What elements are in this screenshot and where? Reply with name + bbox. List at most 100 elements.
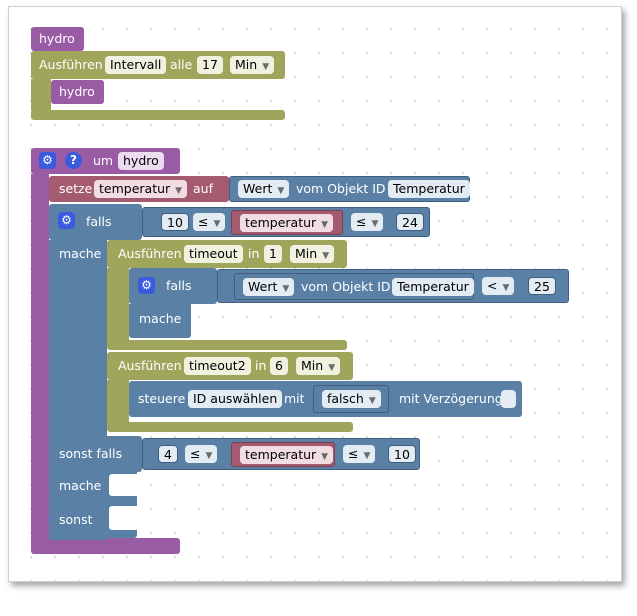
call-name: hydro — [59, 84, 95, 99]
mache-slot — [109, 474, 139, 496]
run-label: Ausführen — [39, 57, 103, 72]
else-if-label: sonst falls — [59, 446, 122, 461]
interval-block-footer — [31, 110, 285, 120]
inner-if-body: mache — [129, 304, 191, 338]
inner-if-header[interactable]: ⚙ falls — [129, 268, 217, 304]
gear-icon[interactable]: ⚙ — [58, 212, 75, 229]
of-object-label: vom Objekt ID — [296, 181, 386, 196]
else-label: sonst — [59, 512, 93, 527]
timeout2-block-arm — [107, 380, 129, 424]
interval-dropdown[interactable]: Intervall — [105, 56, 167, 74]
timeout-block-arm — [107, 268, 129, 342]
variable-getter[interactable]: temperatur▼ — [231, 442, 335, 467]
chevron-down-icon: ▼ — [502, 283, 510, 293]
in-label: in — [248, 246, 260, 261]
procedure-definition-header[interactable]: ⚙ ? um hydro — [31, 148, 180, 174]
chevron-down-icon: ▼ — [328, 363, 336, 373]
with-delay-label: mit Verzögerung — [399, 391, 503, 406]
with-label: mit — [284, 391, 305, 406]
sonst-slot — [109, 506, 139, 530]
range-condition-2[interactable]: 4 ≤▼ temperatur▼ ≤▼ 10 — [142, 438, 420, 470]
unit-dropdown[interactable]: Min▼ — [290, 245, 335, 263]
timeout-block[interactable]: Ausführen timeout in 1 Min▼ — [107, 240, 347, 268]
lower-bound-field[interactable]: 4 — [158, 445, 178, 463]
timeout2-block[interactable]: Ausführen timeout2 in 6 Min▼ — [107, 352, 353, 380]
procedure-left-arm — [31, 174, 49, 544]
do-label: mache — [59, 478, 102, 493]
boolean-block[interactable]: falsch▼ — [313, 385, 389, 413]
set-to-label: auf — [193, 181, 213, 196]
boolean-dropdown[interactable]: falsch▼ — [322, 390, 381, 408]
object-id-field[interactable]: Temperatur — [392, 278, 474, 296]
gear-icon[interactable]: ⚙ — [39, 152, 56, 169]
timeout-block-footer — [107, 340, 347, 350]
procedure-footer — [31, 538, 180, 554]
operator-dropdown[interactable]: ≤▼ — [185, 445, 218, 463]
timeout-count[interactable]: 6 — [270, 357, 288, 375]
procedure-name-field[interactable]: hydro — [118, 152, 164, 170]
range-condition[interactable]: 10 ≤▼ temperatur▼ ≤▼ 24 — [142, 207, 430, 237]
if-label: falls — [166, 278, 192, 293]
control-state-block[interactable]: steuere ID auswählen mit falsch▼ mit Ver… — [129, 381, 522, 417]
chevron-down-icon: ▼ — [363, 451, 371, 461]
delay-checkbox[interactable] — [501, 390, 516, 408]
set-label: setze — [59, 181, 93, 196]
do-label: mache — [59, 246, 102, 261]
if-block-header[interactable]: ⚙ falls — [49, 204, 142, 240]
chevron-down-icon: ▼ — [262, 62, 270, 72]
chevron-down-icon: ▼ — [213, 219, 221, 229]
else-if-header[interactable]: sonst falls — [49, 436, 142, 472]
chevron-down-icon: ▼ — [368, 396, 376, 406]
operator-dropdown[interactable]: ≤▼ — [193, 213, 226, 231]
chevron-down-icon: ▼ — [282, 284, 290, 294]
upper-bound-field[interactable]: 24 — [396, 213, 424, 231]
upper-bound-field[interactable]: 10 — [388, 445, 416, 463]
set-variable-block[interactable]: setze temperatur▼ auf — [49, 176, 229, 202]
operator-dropdown[interactable]: ≤▼ — [351, 213, 384, 231]
set-variable-dropdown[interactable]: temperatur▼ — [94, 180, 188, 198]
unit-dropdown[interactable]: Min▼ — [296, 357, 341, 375]
lower-bound-field[interactable]: 10 — [161, 213, 189, 231]
chevron-down-icon: ▼ — [175, 186, 183, 196]
if-label: falls — [86, 214, 112, 229]
timeout2-block-footer — [107, 422, 353, 432]
select-id-field[interactable]: ID auswählen — [188, 390, 283, 408]
value-type-dropdown[interactable]: Wert▼ — [238, 180, 290, 198]
interval-block[interactable]: Ausführen Intervall alle 17 Min▼ — [31, 51, 285, 79]
value-type-dropdown[interactable]: Wert▼ — [243, 278, 295, 296]
variable-dropdown[interactable]: temperatur▼ — [240, 214, 334, 232]
timeout-count[interactable]: 1 — [264, 245, 282, 263]
compare-condition[interactable]: Wert▼ vom Objekt ID Temperatur <▼ 25 — [217, 269, 569, 303]
chevron-down-icon: ▼ — [277, 186, 285, 196]
unit-dropdown[interactable]: Min▼ — [230, 56, 275, 74]
chevron-down-icon: ▼ — [371, 219, 379, 229]
gear-icon[interactable]: ⚙ — [138, 277, 155, 294]
operator-dropdown[interactable]: <▼ — [482, 277, 515, 295]
interval-block-left-arm — [31, 79, 51, 111]
chevron-down-icon: ▼ — [322, 251, 330, 261]
um-label: um — [93, 153, 114, 168]
timeout-name-field[interactable]: timeout2 — [184, 357, 251, 375]
object-id-field[interactable]: Temperatur — [388, 180, 470, 198]
chevron-down-icon: ▼ — [321, 220, 329, 230]
run-label: Ausführen — [118, 246, 182, 261]
interval-count[interactable]: 17 — [197, 56, 223, 74]
procedure-name: hydro — [39, 31, 75, 46]
timeout-name-field[interactable]: timeout — [184, 245, 243, 263]
variable-dropdown[interactable]: temperatur▼ — [240, 446, 334, 464]
get-value-block[interactable]: Wert▼ vom Objekt ID Temperatur — [229, 176, 470, 202]
procedure-call-block[interactable]: hydro — [51, 80, 104, 104]
do-label: mache — [139, 311, 182, 326]
variable-getter[interactable]: temperatur▼ — [231, 210, 343, 235]
of-object-label: vom Objekt ID — [301, 279, 391, 294]
get-value-block[interactable]: Wert▼ vom Objekt ID Temperatur — [234, 273, 474, 300]
in-label: in — [255, 358, 267, 373]
limit-field[interactable]: 25 — [528, 277, 556, 295]
help-icon[interactable]: ? — [65, 152, 82, 169]
operator-dropdown[interactable]: ≤▼ — [343, 445, 376, 463]
every-label: alle — [170, 57, 193, 72]
control-label: steuere — [138, 391, 186, 406]
procedure-hat-block[interactable]: hydro — [31, 27, 84, 51]
run-label: Ausführen — [118, 358, 182, 373]
chevron-down-icon: ▼ — [321, 452, 329, 462]
